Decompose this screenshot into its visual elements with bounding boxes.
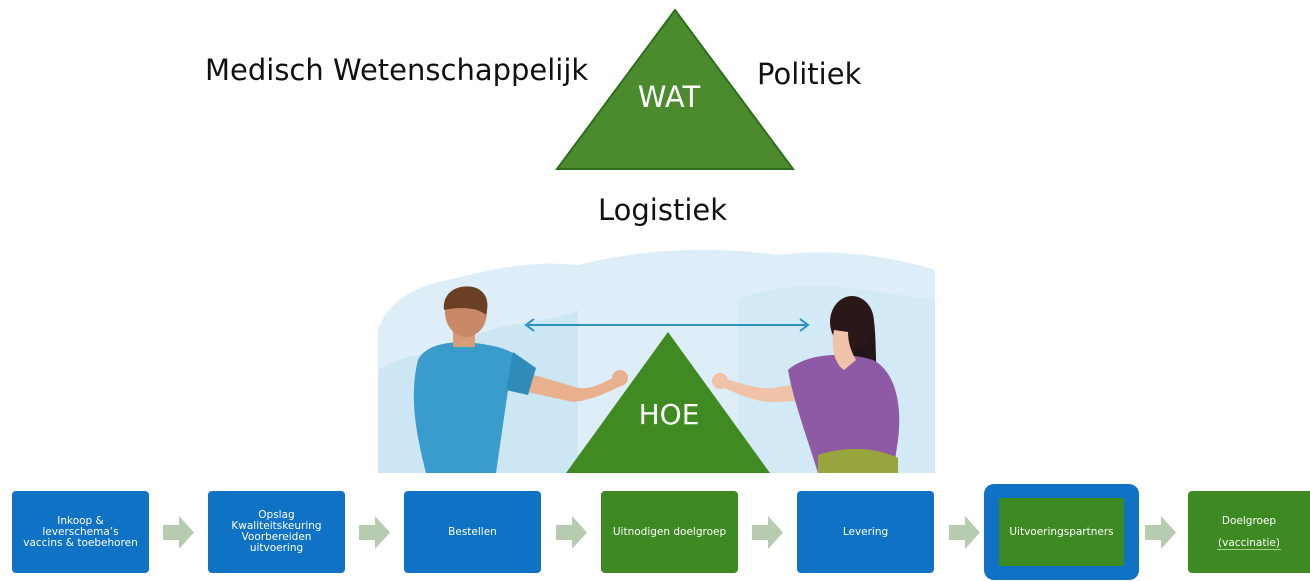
flow-arrow-icon	[359, 516, 390, 549]
people-illustration: HOE	[378, 249, 935, 473]
medisch-wetenschappelijk-label: Medisch Wetenschappelijk	[205, 53, 589, 87]
flow-arrow-icon	[163, 516, 194, 549]
flow-arrow-icon	[949, 516, 980, 549]
politiek-label: Politiek	[757, 57, 862, 91]
step-uitvoeringspartners: Uitvoeringspartners	[999, 498, 1124, 566]
wat-label: WAT	[638, 80, 701, 114]
woman-figure	[712, 296, 900, 473]
flow-arrow-icon	[1145, 516, 1176, 549]
step-opslag: Opslag Kwaliteitskeuring Voorbereiden ui…	[208, 491, 345, 573]
flow-arrow-icon	[752, 516, 783, 549]
step-bestellen: Bestellen	[404, 491, 541, 573]
flow-arrow-icon	[556, 516, 587, 549]
logistiek-label: Logistiek	[598, 193, 728, 227]
step-uitnodigen-doelgroep: Uitnodigen doelgroep	[601, 491, 738, 573]
wat-triangle: WAT	[555, 8, 795, 170]
cooperation-illustration: HOE	[378, 240, 935, 473]
step-doelgroep: Doelgroep (vaccinatie)	[1188, 491, 1310, 573]
man-figure	[413, 286, 628, 473]
doelgroep-sublabel: (vaccinatie)	[1217, 536, 1281, 550]
double-arrow-icon	[524, 318, 810, 332]
hoe-label: HOE	[639, 398, 700, 431]
step-inkoop: Inkoop & leverschema’s vaccins & toebeho…	[12, 491, 149, 573]
hoe-triangle	[566, 332, 770, 473]
step-levering: Levering	[797, 491, 934, 573]
doelgroep-label: Doelgroep	[1221, 514, 1277, 527]
